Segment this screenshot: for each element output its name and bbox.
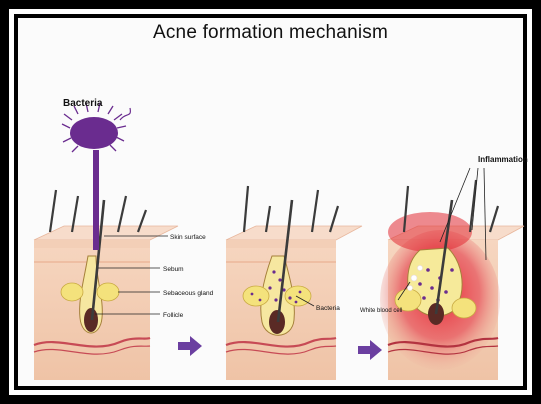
arrow-icon [178, 336, 202, 356]
label-bacteria: Bacteria [63, 98, 103, 109]
label-follicle: Follicle [163, 312, 184, 319]
label-inflammation: Inflammation [478, 155, 528, 164]
stage-3-skin-block [380, 200, 524, 380]
label-white-blood-cell: White blood cell [360, 308, 402, 314]
arrow-icon [358, 340, 382, 360]
label-sebum: Sebum [163, 266, 184, 273]
label-sebaceous-gland: Sebaceous gland [163, 290, 214, 297]
label-bacteria-stage-2: Bacteria [316, 305, 340, 312]
stage-1-skin-block [34, 200, 178, 380]
stage-2-skin-block [226, 200, 362, 380]
label-skin-surface: Skin surface [170, 234, 206, 241]
